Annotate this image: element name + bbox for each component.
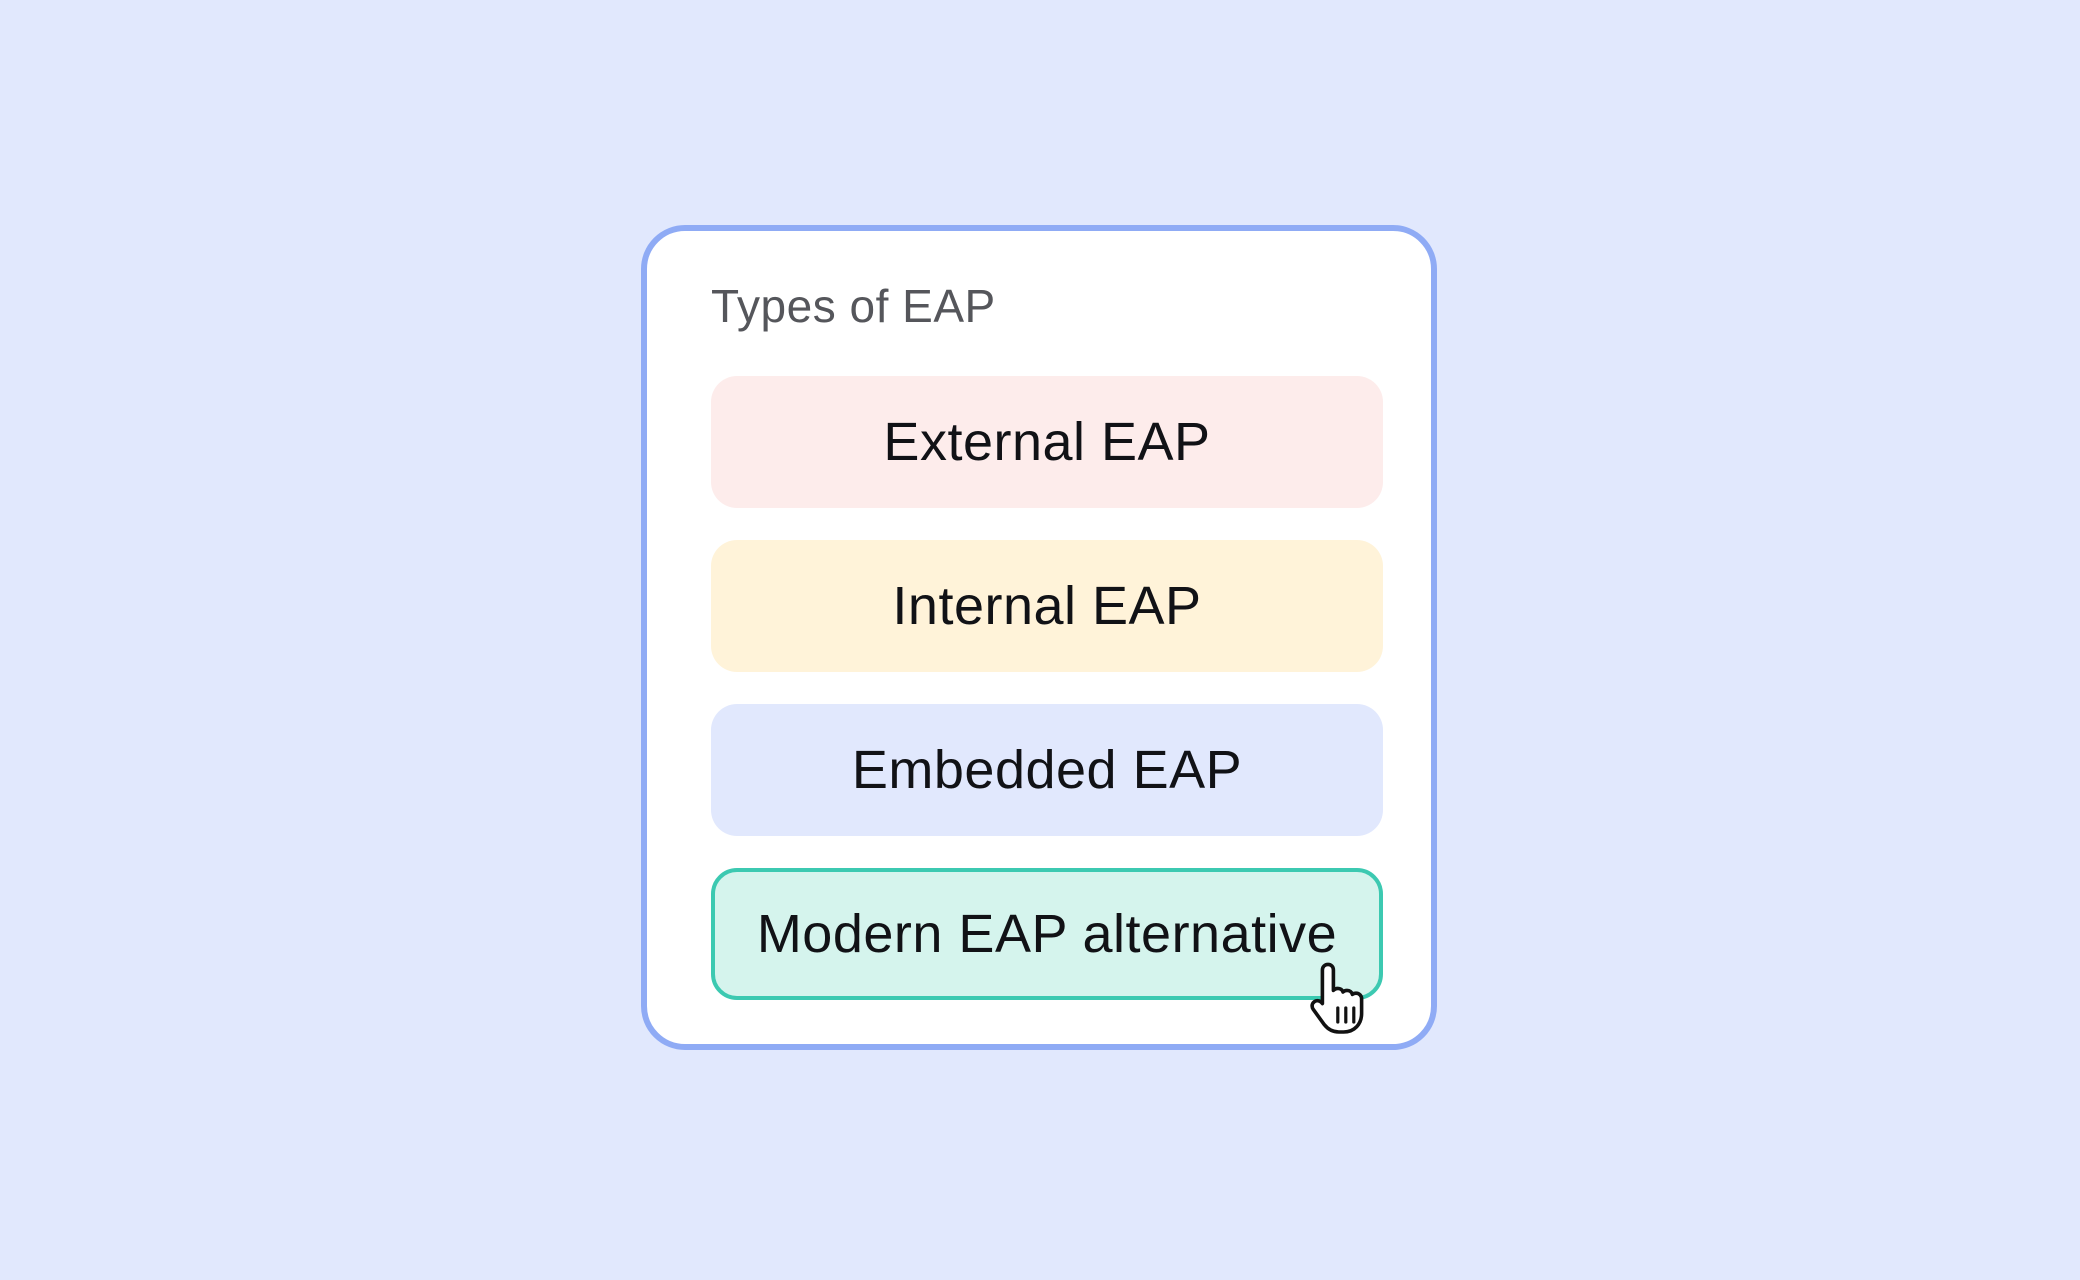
card-title: Types of EAP <box>711 280 996 332</box>
option-modern-eap-alternative[interactable]: Modern EAP alternative <box>711 868 1383 1000</box>
option-embedded-eap[interactable]: Embedded EAP <box>711 704 1383 836</box>
option-internal-eap[interactable]: Internal EAP <box>711 540 1383 672</box>
eap-types-card: Types of EAP External EAP Internal EAP E… <box>641 225 1437 1050</box>
hand-pointer-icon <box>1310 962 1364 1034</box>
option-external-eap[interactable]: External EAP <box>711 376 1383 508</box>
